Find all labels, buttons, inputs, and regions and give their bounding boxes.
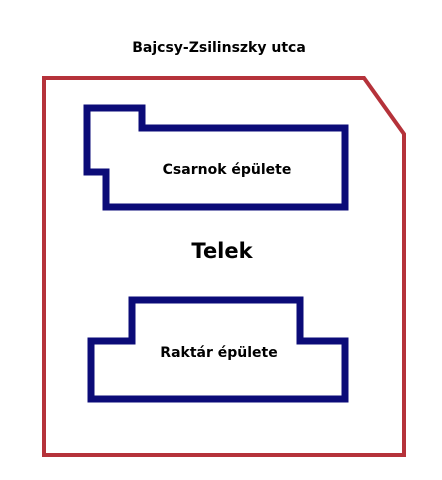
street-label: Bajcsy-Zsilinszky utca <box>132 40 306 56</box>
plot-boundary <box>42 76 406 457</box>
warehouse-building-outline <box>87 296 349 403</box>
hall-building-label: Csarnok épülete <box>162 162 292 178</box>
warehouse-building-label: Raktár épülete <box>160 345 278 361</box>
hall-building-outline <box>83 104 349 211</box>
plot-label: Telek <box>191 239 253 263</box>
